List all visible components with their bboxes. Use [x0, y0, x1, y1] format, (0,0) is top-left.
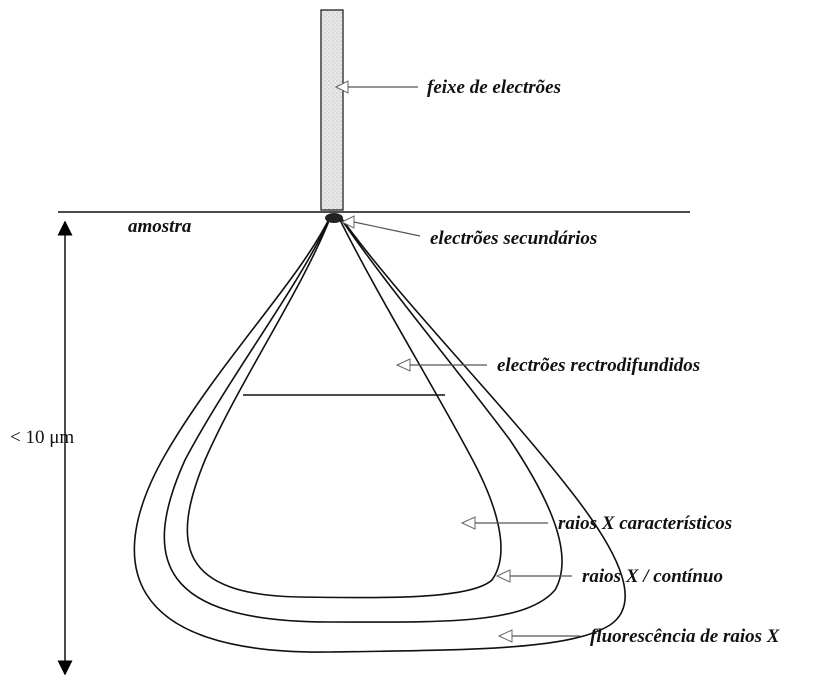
- label-continuum: raios X / contínuo: [582, 566, 723, 587]
- label-backscattered: electrões rectrodifundidos: [497, 355, 700, 376]
- label-characteristic: raios X característicos: [558, 513, 732, 534]
- characteristic-leader: [462, 517, 548, 529]
- label-secondary: electrões secundários: [430, 228, 597, 249]
- electron-beam: [321, 10, 343, 210]
- secondary-electron-region: [325, 213, 343, 223]
- characteristic-xray-envelope: [187, 216, 501, 598]
- backscattered-leader: [397, 359, 487, 371]
- label-beam: feixe de electrões: [427, 77, 561, 98]
- label-sample: amostra: [128, 216, 192, 237]
- fluorescence-envelope: [134, 215, 625, 652]
- secondary-leader: [342, 216, 420, 236]
- beam-leader: [336, 81, 418, 93]
- label-depth: < 10 μm: [10, 427, 74, 448]
- label-fluorescence: fluorescência de raios X: [590, 626, 781, 647]
